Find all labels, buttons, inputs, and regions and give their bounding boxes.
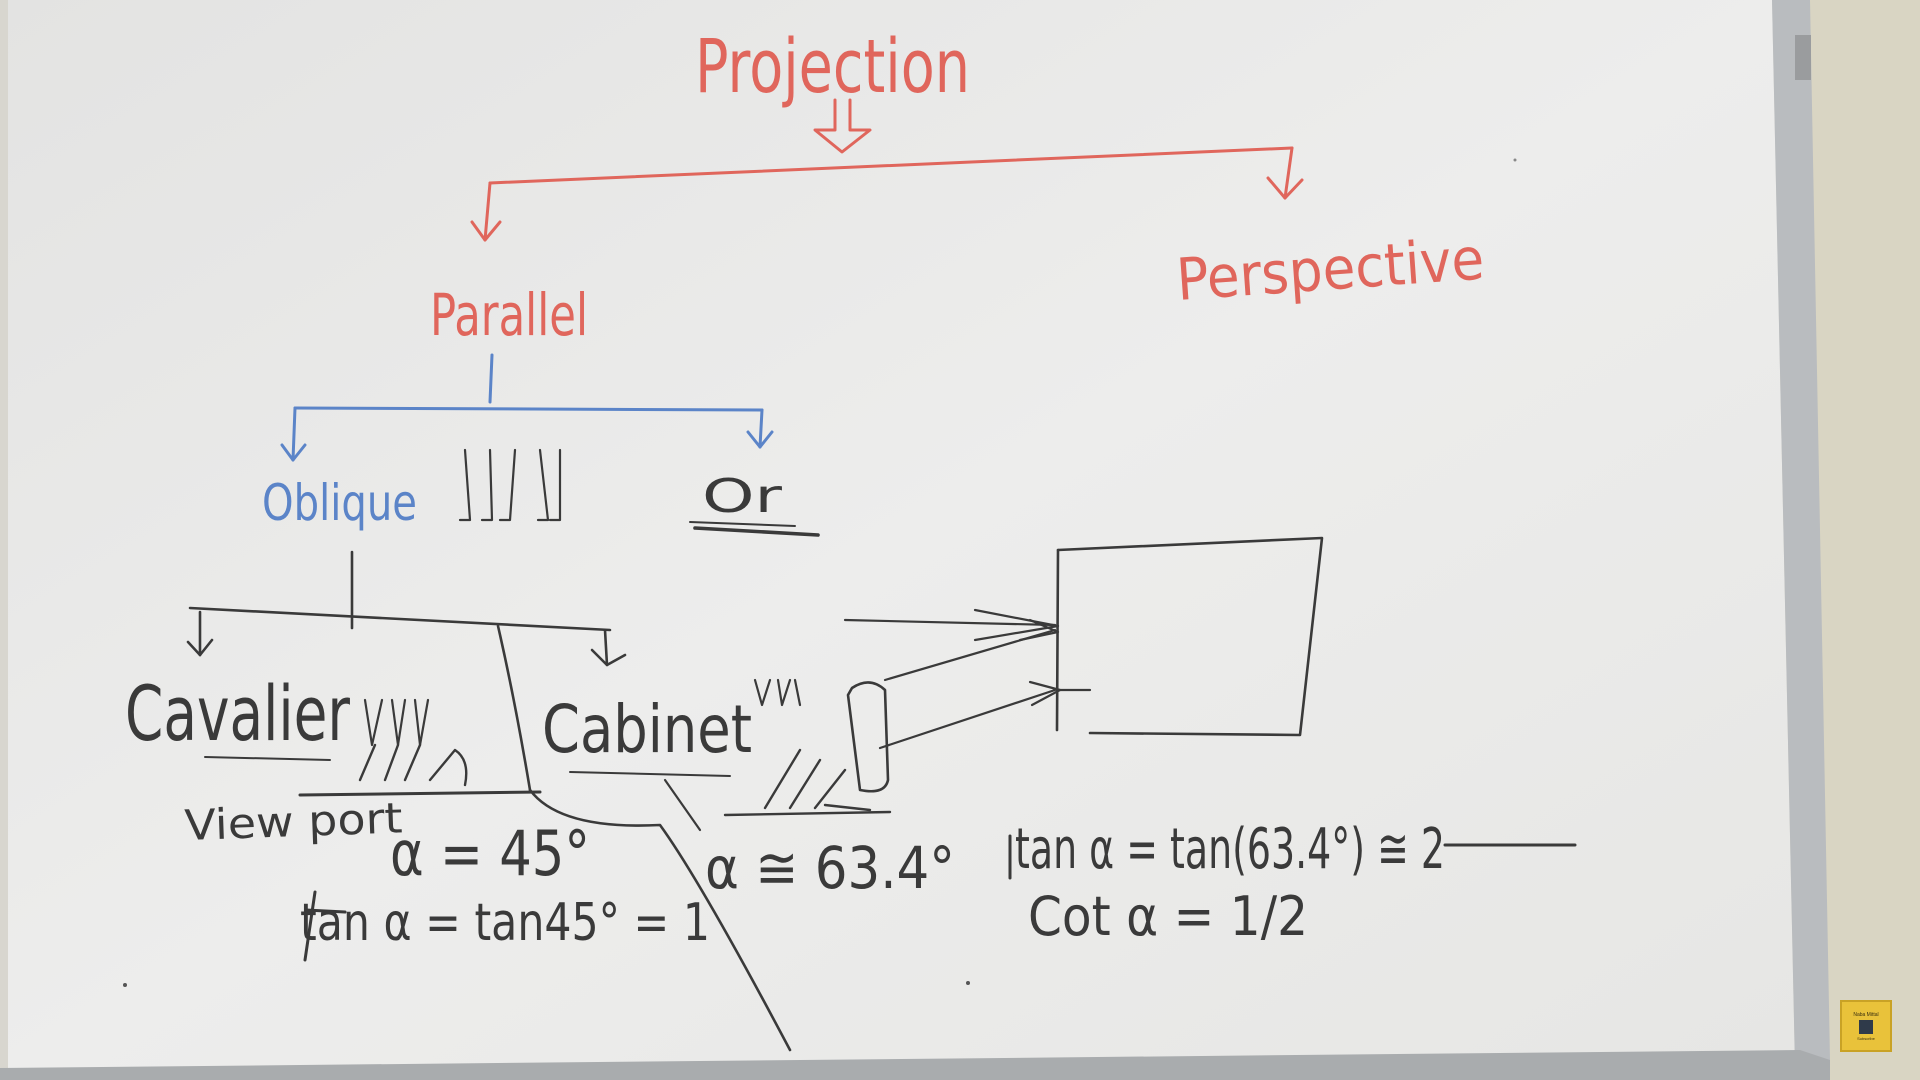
cabinet-cotangent: Cot α = 1/2	[1028, 885, 1308, 948]
view-port-label: View port	[184, 793, 404, 850]
cavalier-tangent: tan α = tan45° = 1	[300, 893, 710, 953]
cavalier-angle: α = 45°	[390, 817, 590, 890]
frame-clip	[1795, 35, 1811, 80]
board-speck	[966, 981, 970, 985]
channel-subscribe-badge[interactable]: Naba Mittal Subscribe	[1840, 1000, 1892, 1052]
cabinet-tangent: tan α = tan(63.4°) ≅ 2	[1015, 817, 1445, 882]
projection-title: Projection	[695, 24, 970, 110]
parallel-label: Parallel	[430, 281, 588, 349]
board-speck	[123, 983, 127, 987]
oblique-label: Oblique	[262, 474, 417, 532]
cabinet-angle: α ≅ 63.4°	[705, 834, 955, 902]
black-tree-lines	[186, 448, 1577, 1052]
whiteboard-tray	[0, 1050, 1830, 1080]
cavalier-label: Cavalier	[125, 669, 351, 758]
or-label: Or	[702, 469, 782, 523]
board-speck	[1513, 158, 1517, 162]
channel-logo-icon	[1859, 1019, 1873, 1034]
subscribe-label: Subscribe	[1857, 1035, 1875, 1041]
blue-tree-lines	[280, 353, 774, 462]
whiteboard-surface	[8, 0, 1795, 1080]
red-tree-lines	[470, 98, 1304, 242]
whiteboard-frame	[1772, 0, 1830, 1068]
cabinet-label: Cabinet	[542, 691, 752, 768]
channel-name: Naba Mittal	[1853, 1011, 1879, 1018]
